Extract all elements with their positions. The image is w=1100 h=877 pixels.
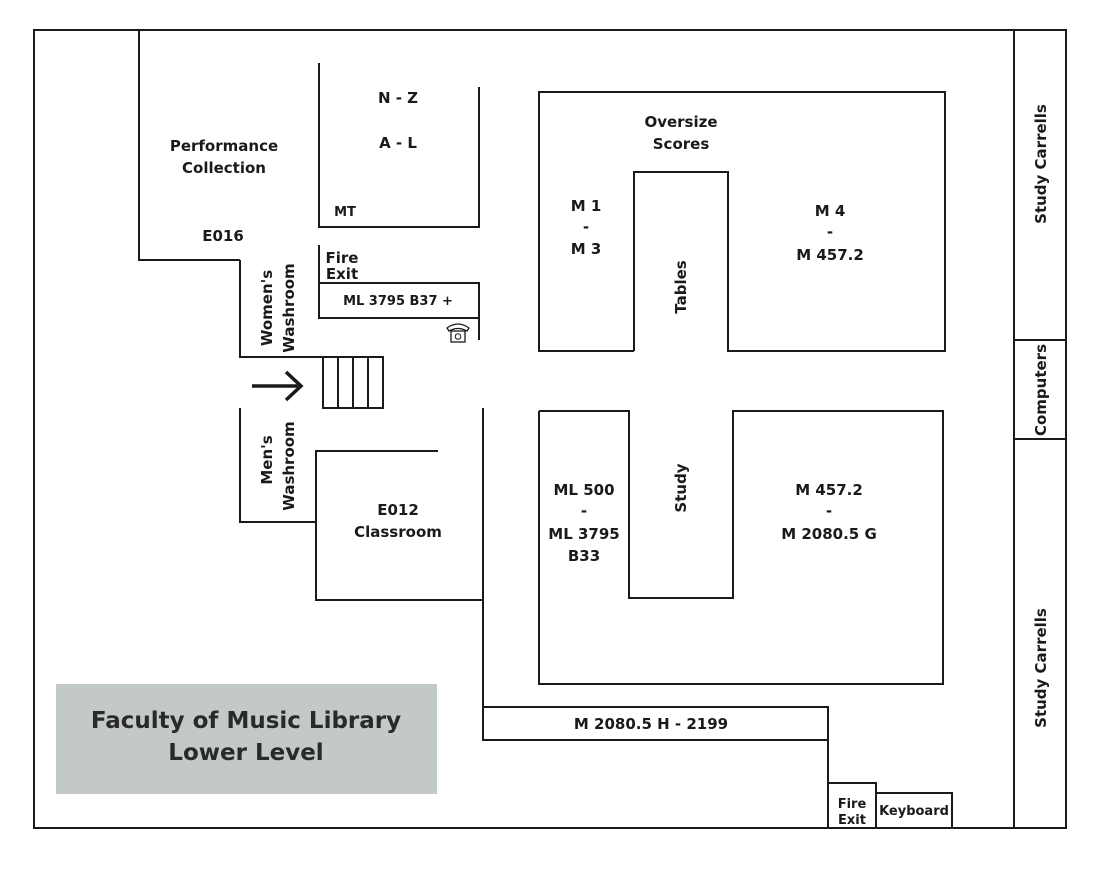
lower-stacks-block — [538, 410, 944, 685]
oversize-label-1: Oversize — [644, 113, 717, 131]
study-carrells-top-label: Study Carrells — [1032, 104, 1050, 224]
ml3795-shelf-label: ML 3795 B37 + — [343, 294, 453, 309]
performance-collection-walls — [138, 30, 240, 261]
performance-code: E016 — [202, 227, 244, 245]
tables-label: Tables — [672, 260, 690, 313]
keyboard-room — [875, 792, 953, 829]
stacks-room-walls — [318, 63, 480, 228]
ml500-dash: - — [581, 502, 587, 520]
stairs-icon — [322, 356, 384, 409]
stack-nz-label: N - Z — [378, 89, 418, 107]
fire-exit-top-line1: Fire — [326, 249, 359, 267]
womens-washroom-line1: Women's — [258, 270, 276, 346]
performance-label-1: Performance — [170, 137, 278, 155]
m3-label: M 3 — [571, 240, 602, 258]
m2080-shelf-label: M 2080.5 H - 2199 — [574, 715, 728, 733]
m1-dash: - — [583, 218, 589, 236]
computers-label: Computers — [1032, 344, 1050, 436]
oversize-label-2: Scores — [653, 135, 710, 153]
study-carrells-bottom-label: Study Carrells — [1032, 608, 1050, 728]
m2080g-label: M 2080.5 G — [781, 525, 877, 543]
m2080-shelf — [482, 706, 829, 741]
fire-exit-bottom-line1: Fire — [838, 797, 867, 812]
womens-washroom-line2: Washroom — [280, 263, 298, 352]
m4-range-end: M 457.2 — [796, 246, 864, 264]
title-panel — [56, 684, 437, 794]
fire-exit-bottom-line2: Exit — [838, 813, 866, 828]
map-title-line2: Lower Level — [168, 740, 323, 766]
b33-label: B33 — [568, 547, 600, 565]
mens-washroom-line1: Men's — [258, 435, 276, 484]
ml3795-label: ML 3795 — [548, 525, 619, 543]
fire-exit-top-line2: Exit — [326, 265, 358, 283]
mens-washroom-walls — [239, 408, 316, 523]
m457-label: M 457.2 — [795, 481, 863, 499]
m457-dash: - — [826, 502, 832, 520]
ml500-label: ML 500 — [553, 481, 614, 499]
m4-dash: - — [827, 223, 833, 241]
performance-label-2: Collection — [182, 159, 266, 177]
stack-al-label: A - L — [379, 134, 417, 152]
map-title-line1: Faculty of Music Library — [91, 708, 401, 734]
mens-washroom-line2: Washroom — [280, 421, 298, 510]
classroom-walls — [315, 450, 483, 601]
entrance-arrow-icon[interactable] — [252, 370, 304, 402]
computers-area — [1013, 339, 1067, 440]
study-label: Study — [672, 463, 690, 512]
m1-label: M 1 — [571, 197, 602, 215]
classroom-code: E012 — [377, 501, 419, 519]
keyboard-label: Keyboard — [879, 804, 949, 819]
upper-stacks-block — [538, 91, 946, 352]
telephone-icon — [446, 323, 470, 343]
classroom-label: Classroom — [354, 523, 442, 541]
stack-mt-label: MT — [334, 205, 356, 220]
m4-label: M 4 — [815, 202, 846, 220]
womens-washroom-walls — [239, 260, 323, 358]
